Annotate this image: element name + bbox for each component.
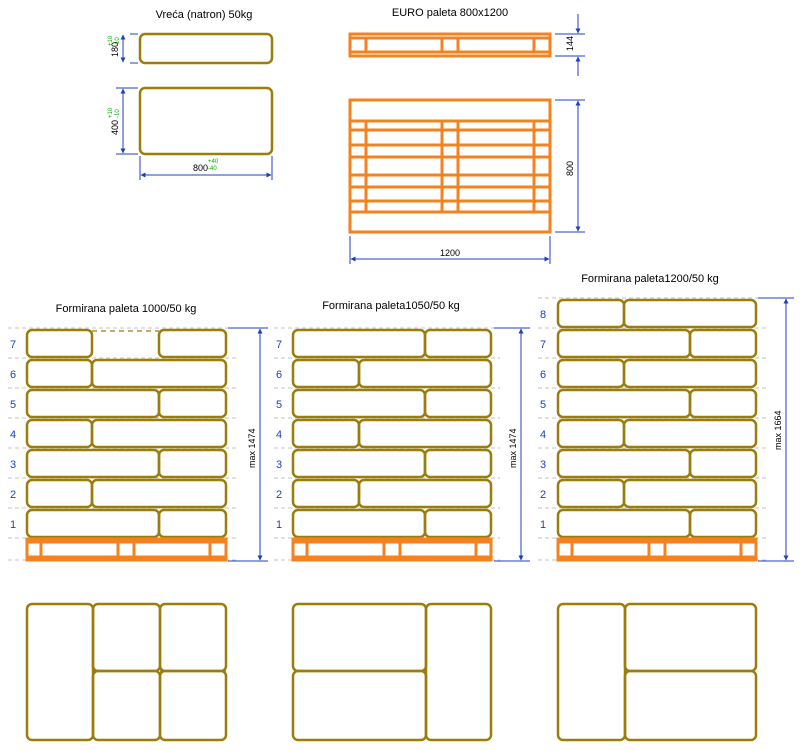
- stack-title: Formirana paleta 1000/50 kg: [56, 303, 197, 315]
- bag-length-label: 800: [193, 163, 208, 173]
- bag-title: Vreća (natron) 50kg: [156, 9, 253, 21]
- euro-length-label: 1200: [440, 248, 460, 258]
- row-label: 2: [276, 489, 282, 501]
- bag-width-tol-minus: -10: [115, 109, 121, 118]
- stack-1000-side-view: Formirana paleta 1000/50 kg 7 6 5 4 3 2 …: [8, 303, 268, 562]
- bag-width-label: 400: [110, 120, 120, 135]
- row-label: 2: [540, 489, 546, 501]
- row-label: 3: [276, 459, 282, 471]
- bag-top-view: [138, 86, 274, 156]
- euro-height-label: 144: [565, 36, 575, 51]
- row-label: 6: [10, 369, 16, 381]
- bag-height-tol-plus: +10: [108, 35, 114, 46]
- row-label: 1: [540, 519, 546, 531]
- row-label: 6: [276, 369, 282, 381]
- euro-pallet-drawing: EURO paleta 800x1200 144: [348, 7, 585, 264]
- row-label: 7: [276, 339, 282, 351]
- stack-1200-side-view: Formirana paleta1200/50 kg 8 7 6 5 4 3 2…: [538, 273, 794, 562]
- row-label: 6: [540, 369, 546, 381]
- euro-pallet-side-view: [348, 32, 552, 58]
- stack-title: Formirana paleta1200/50 kg: [581, 273, 719, 285]
- euro-pallet-top-view: [348, 98, 552, 234]
- row-label: 5: [276, 399, 282, 411]
- row-label: 4: [540, 429, 546, 441]
- stack-1050-side-view: Formirana paleta1050/50 kg 7 6 5 4 3 2 1: [274, 300, 530, 562]
- bag-drawing: Vreća (natron) 50kg 180 +10 -10 400 +10 …: [108, 9, 274, 180]
- stack-max-label: max 1474: [247, 428, 257, 468]
- row-label: 7: [10, 339, 16, 351]
- bag-height-tol-minus: -10: [115, 37, 121, 46]
- bag-length-tol-plus: +40: [208, 159, 219, 165]
- stack-1000-top-view: [25, 602, 228, 742]
- row-label: 3: [540, 459, 546, 471]
- euro-width-label: 800: [565, 161, 575, 176]
- row-label: 1: [276, 519, 282, 531]
- stack-max-label: max 1474: [508, 428, 518, 468]
- row-label: 5: [540, 399, 546, 411]
- stack-title: Formirana paleta1050/50 kg: [322, 300, 460, 312]
- row-label: 4: [10, 429, 16, 441]
- row-label: 4: [276, 429, 282, 441]
- row-label: 8: [540, 309, 546, 321]
- row-label: 5: [10, 399, 16, 411]
- row-label: 7: [540, 339, 546, 351]
- row-label: 3: [10, 459, 16, 471]
- bag-height-label: 180: [110, 42, 120, 57]
- bag-side-view: [138, 32, 274, 65]
- bag-length-tol-minus: -40: [208, 166, 217, 172]
- stack-max-label: max 1664: [773, 410, 783, 450]
- row-label: 2: [10, 489, 16, 501]
- stack-1050-top-view: [291, 602, 493, 742]
- row-label: 1: [10, 519, 16, 531]
- bag-width-tol-plus: +10: [108, 107, 114, 118]
- stack-1200-top-view: [556, 602, 758, 742]
- euro-pallet-title: EURO paleta 800x1200: [392, 7, 508, 19]
